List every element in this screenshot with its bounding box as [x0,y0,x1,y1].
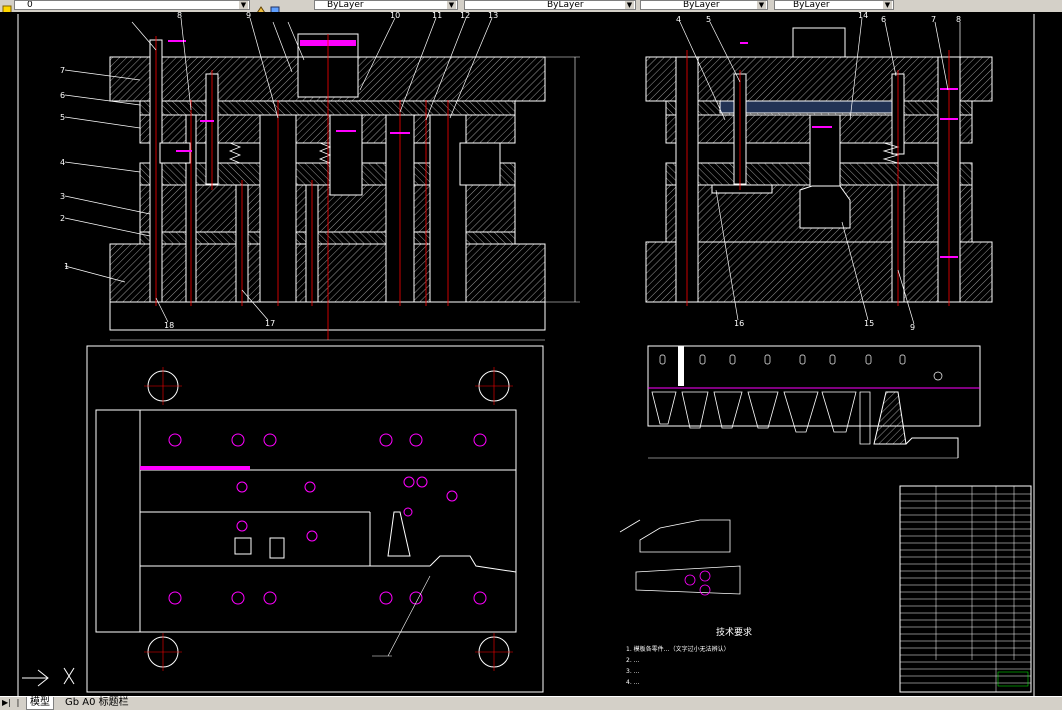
tech-line-1: 1. 模板各零件…（文字过小无法辨认） [626,645,730,653]
layer-combo[interactable]: 0 ▼ [14,0,250,10]
balloon-11: 11 [432,12,442,20]
layer-combo-value: 0 [27,0,33,10]
drawing-border [17,14,1035,696]
balloon-9: 9 [246,12,251,20]
title-block [899,485,1032,693]
side-balloon-15: 15 [864,319,874,328]
layout-tab-bar: ▶| | 模型 Gb A0 标题栏 [0,696,1062,710]
color-combo-value: ByLayer [327,0,364,10]
balloon-17: 17 [265,319,275,328]
tech-line-2: 2. … [626,657,640,664]
color-combo[interactable]: ByLayer ▼ [314,0,458,10]
chevron-down-icon[interactable]: ▼ [757,1,766,9]
balloon-6: 6 [60,91,65,100]
ucs-icon [22,667,75,687]
lineweight-combo[interactable]: ByLayer ▼ [640,0,768,10]
side-balloon-9: 9 [910,323,915,332]
balloon-7: 7 [60,66,65,75]
make-current-icon[interactable] [256,0,267,12]
tech-line-4: 4. … [626,679,640,686]
chevron-down-icon[interactable]: ▼ [239,1,248,9]
properties-toolbar: 0 ▼ ByLayer ▼ ByLayer ▼ ByLayer ▼ ByLaye… [0,0,1062,13]
balloon-18: 18 [164,321,174,330]
linetype-combo-value: ByLayer [547,0,584,10]
balloon-5: 5 [60,113,65,122]
side-balloon-16: 16 [734,319,744,328]
plan-view [86,345,544,693]
side-balloon-8: 8 [956,15,961,24]
balloon-4: 4 [60,158,65,167]
tab-gb-a0-title-block[interactable]: Gb A0 标题栏 [65,697,129,708]
main-section-view [109,33,580,341]
side-balloon-6: 6 [881,15,886,24]
tab-scroll-next-icon[interactable]: | [16,698,20,707]
side-balloon-5: 5 [706,15,711,24]
balloon-10: 10 [390,12,400,20]
linetype-combo[interactable]: ByLayer ▼ [464,0,636,10]
tech-requirements-title: 技术要求 [716,626,752,638]
tech-line-3: 3. … [626,668,640,675]
side-balloon-14: 14 [858,12,868,20]
balloon-8: 8 [177,12,182,20]
balloon-13: 13 [488,12,498,20]
tab-scroll-last-icon[interactable]: ▶| [2,698,11,707]
side-balloon-4: 4 [676,15,681,24]
chevron-down-icon[interactable]: ▼ [883,1,892,9]
balloon-1: 1 [64,262,69,271]
balloon-12: 12 [460,12,470,20]
layer-previous-icon[interactable] [270,0,281,12]
chevron-down-icon[interactable]: ▼ [625,1,634,9]
balloon-3: 3 [60,192,65,201]
drawing-canvas[interactable]: 7 6 5 4 3 2 1 8 9 10 11 12 13 17 18 [0,12,1062,696]
lineweight-combo-value: ByLayer [683,0,720,10]
side-balloon-7: 7 [931,15,936,24]
layer-state-icon[interactable] [2,0,13,12]
strip-layout [647,345,981,459]
plotstyle-combo-value: ByLayer [793,0,830,10]
part-detail [619,519,741,596]
tab-model[interactable]: 模型 [26,697,54,710]
balloon-2: 2 [60,214,65,223]
chevron-down-icon[interactable]: ▼ [447,1,456,9]
side-section-view: 4 5 14 6 7 8 16 15 9 [645,12,993,332]
plotstyle-combo[interactable]: ByLayer ▼ [774,0,894,10]
tech-requirements: 技术要求 1. 模板各零件…（文字过小无法辨认） 2. … 3. … 4. … [626,626,752,686]
main-view-balloons [64,17,493,323]
